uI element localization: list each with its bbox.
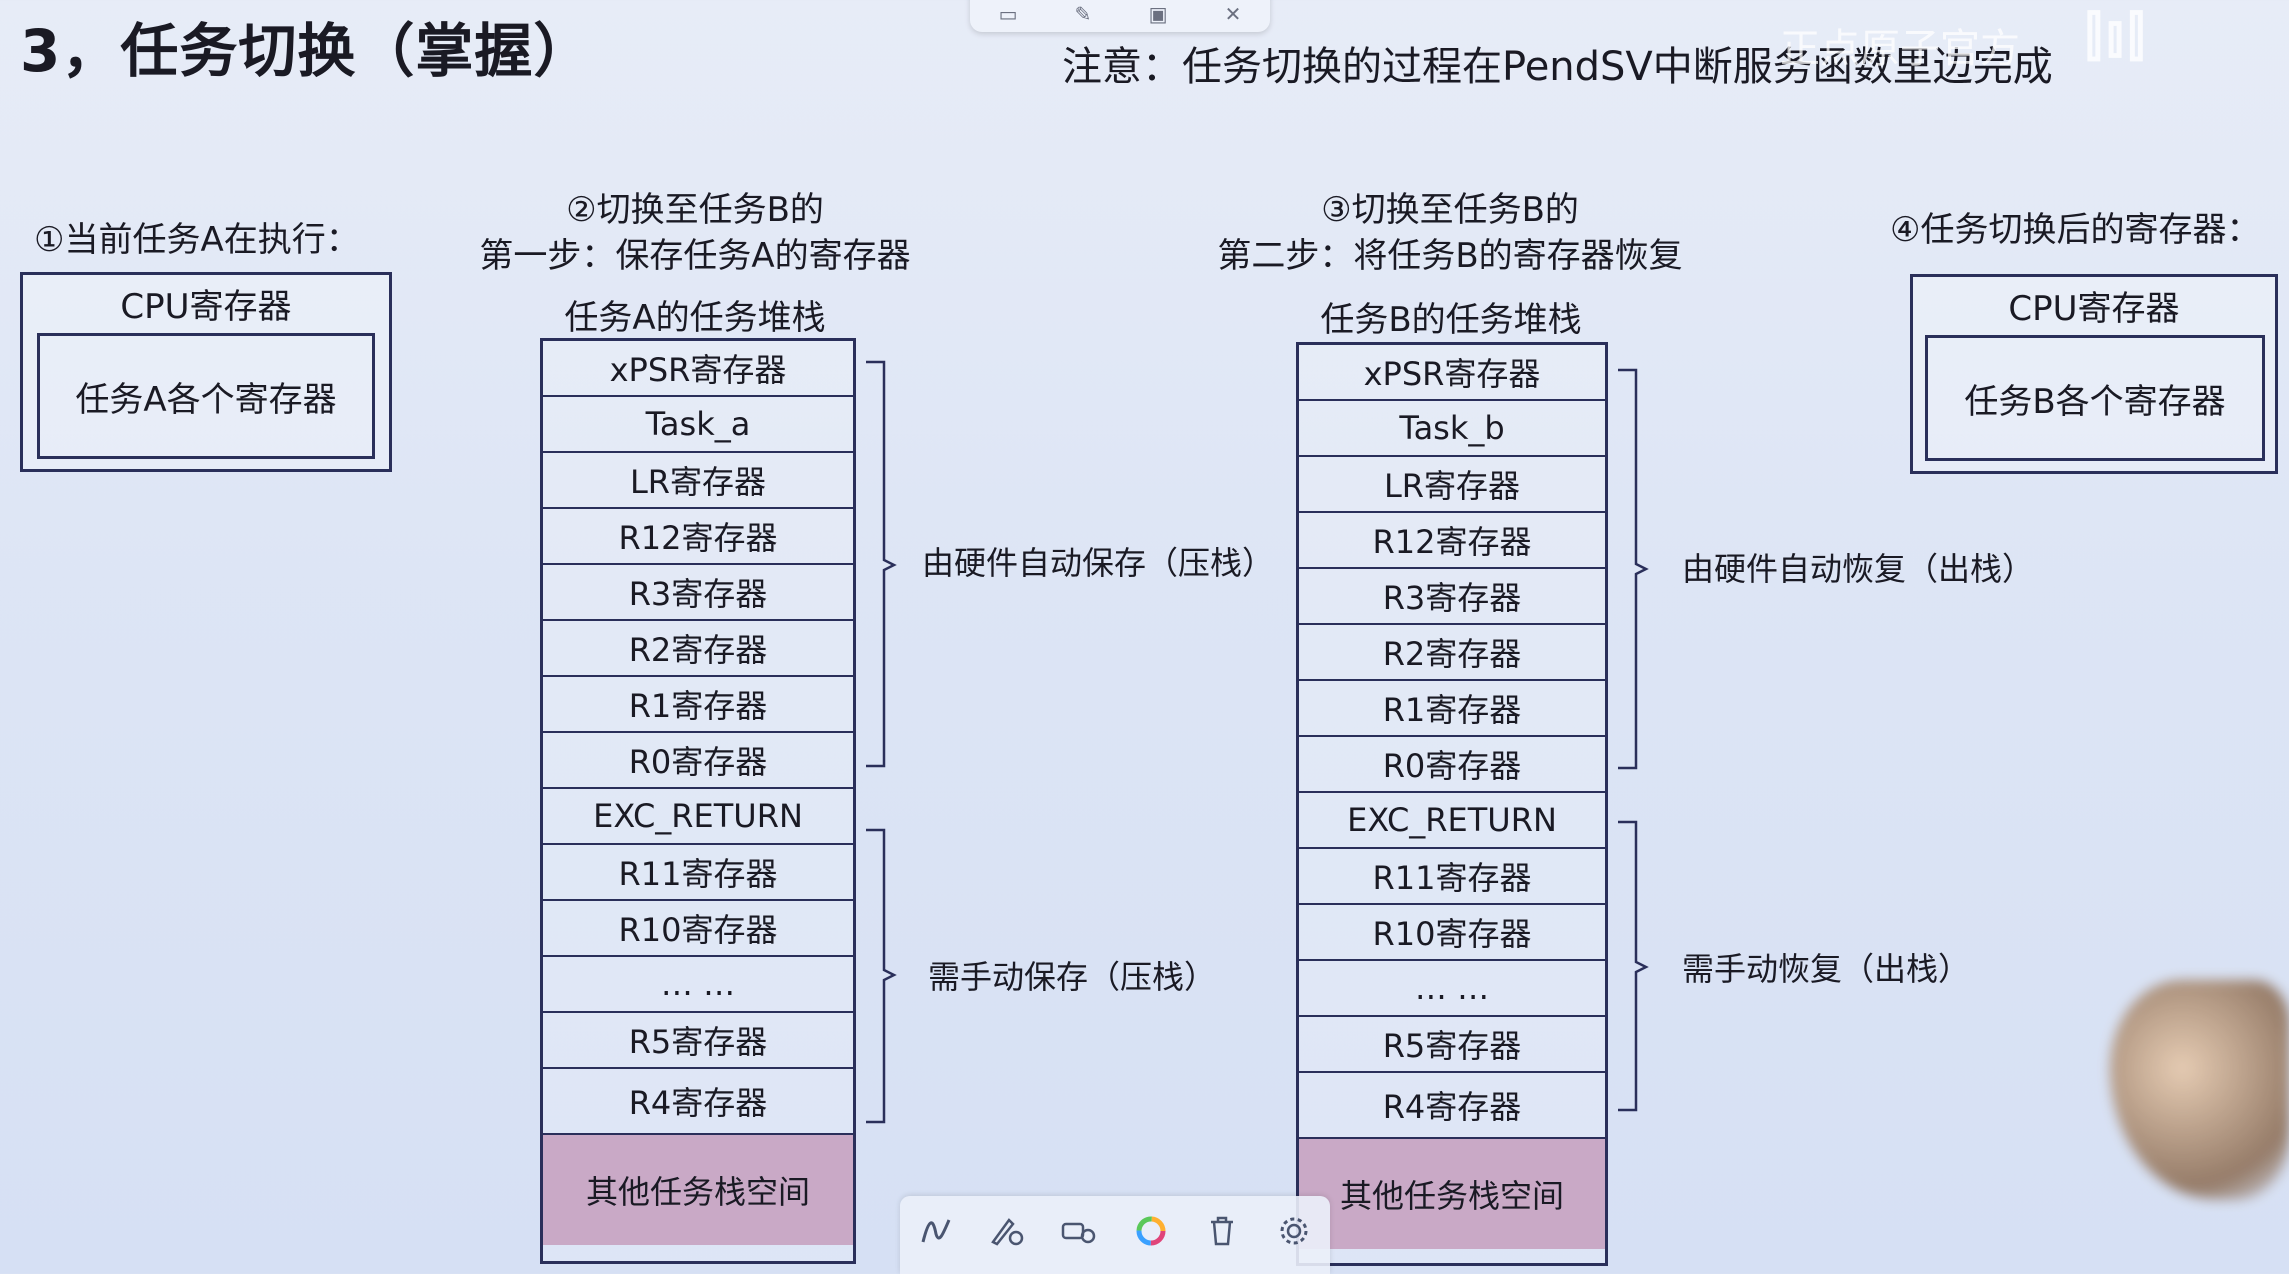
- stack-cell: R12寄存器: [1299, 513, 1605, 569]
- stack-cell: R12寄存器: [543, 509, 853, 565]
- stack-cell: R3寄存器: [543, 565, 853, 621]
- manual-save-label: 需手动保存（压栈）: [928, 958, 1217, 996]
- stack-cell: EXC_RETURN: [543, 789, 853, 845]
- stack-a-title: 任务A的任务堆栈: [564, 298, 826, 338]
- bracket-manual-b: [1618, 820, 1649, 1112]
- cpu-title: CPU寄存器: [120, 287, 292, 327]
- edit-icon[interactable]: ✎: [1074, 2, 1092, 26]
- stack-cell: Task_a: [543, 397, 853, 453]
- stack-cell: R3寄存器: [1299, 569, 1605, 625]
- hw-restore-label: 由硬件自动恢复（出栈）: [1682, 550, 2035, 588]
- stack-cell: R11寄存器: [1299, 849, 1605, 905]
- stack-cell: Task_b: [1299, 401, 1605, 457]
- stack-cell: R4寄存器: [543, 1069, 853, 1135]
- stack-cell: R1寄存器: [543, 677, 853, 733]
- gear-icon[interactable]: [1272, 1214, 1316, 1256]
- trash-icon[interactable]: [1200, 1214, 1244, 1256]
- stack-cell: R1寄存器: [1299, 681, 1605, 737]
- step2-heading-line1: ②切换至任务B的: [566, 190, 824, 230]
- hw-save-label: 由硬件自动保存（压栈）: [922, 544, 1275, 582]
- step1-heading: ①当前任务A在执行：: [34, 220, 360, 260]
- cpu-content: 任务A各个寄存器: [37, 333, 375, 459]
- other-stack-space: 其他任务栈空间: [543, 1135, 853, 1245]
- stack-cell: R10寄存器: [1299, 905, 1605, 961]
- stack-cell: R11寄存器: [543, 845, 853, 901]
- stack-cell: R4寄存器: [1299, 1073, 1605, 1139]
- stack-cell: R2寄存器: [543, 621, 853, 677]
- other-stack-space: 其他任务栈空间: [1299, 1139, 1605, 1249]
- step2-heading-line2: 第一步：保存任务A的寄存器: [479, 236, 911, 276]
- stack-b: xPSR寄存器 Task_b LR寄存器 R12寄存器 R3寄存器 R2寄存器 …: [1296, 342, 1608, 1266]
- stack-a: xPSR寄存器 Task_a LR寄存器 R12寄存器 R3寄存器 R2寄存器 …: [540, 338, 856, 1264]
- stack-cell: xPSR寄存器: [543, 341, 853, 397]
- pen-icon[interactable]: [914, 1214, 958, 1256]
- stack-cell: LR寄存器: [543, 453, 853, 509]
- color-wheel-icon[interactable]: [1129, 1214, 1173, 1256]
- floating-toolbar: ▭ ✎ ▣ ✕: [970, 0, 1270, 32]
- note-text: 注意：任务切换的过程在PendSV中断服务函数里边完成: [1062, 44, 2053, 90]
- page-title: 3，任务切换（掌握）: [20, 17, 593, 85]
- pen-settings-icon[interactable]: [985, 1214, 1029, 1256]
- save-icon[interactable]: ▣: [1148, 2, 1168, 26]
- cpu-title: CPU寄存器: [2008, 289, 2180, 329]
- window-icon[interactable]: ▭: [998, 2, 1018, 26]
- stack-cell: R2寄存器: [1299, 625, 1605, 681]
- drawing-toolbar: [900, 1196, 1330, 1274]
- cpu-register-box-a: CPU寄存器 任务A各个寄存器: [20, 272, 392, 472]
- stack-cell: R5寄存器: [543, 1013, 853, 1069]
- bilibili-logo: ⫿⫾⫿: [2085, 4, 2149, 67]
- stack-cell: … …: [1299, 961, 1605, 1017]
- step4-heading: ④任务切换后的寄存器：: [1890, 210, 2261, 250]
- eraser-settings-icon[interactable]: [1057, 1214, 1101, 1256]
- stack-b-title: 任务B的任务堆栈: [1320, 300, 1582, 340]
- stack-cell: R10寄存器: [543, 901, 853, 957]
- manual-restore-label: 需手动恢复（出栈）: [1682, 950, 1971, 988]
- blurred-hand: [2110, 980, 2289, 1200]
- watermark: 正点原子官方: [1780, 26, 2020, 72]
- stack-cell: R5寄存器: [1299, 1017, 1605, 1073]
- close-icon[interactable]: ✕: [1224, 2, 1242, 26]
- stack-cell: … …: [543, 957, 853, 1013]
- stack-cell: LR寄存器: [1299, 457, 1605, 513]
- cpu-content: 任务B各个寄存器: [1925, 335, 2265, 461]
- stack-cell: R0寄存器: [543, 733, 853, 789]
- cpu-register-box-b: CPU寄存器 任务B各个寄存器: [1910, 274, 2278, 474]
- stack-cell: xPSR寄存器: [1299, 345, 1605, 401]
- step3-heading-line2: 第二步：将任务B的寄存器恢复: [1217, 236, 1683, 276]
- bracket-hw-a: [866, 360, 897, 768]
- bracket-hw-b: [1618, 368, 1649, 770]
- step3-heading-line1: ③切换至任务B的: [1321, 190, 1579, 230]
- stack-cell: EXC_RETURN: [1299, 793, 1605, 849]
- bracket-manual-a: [866, 828, 897, 1124]
- stack-cell: R0寄存器: [1299, 737, 1605, 793]
